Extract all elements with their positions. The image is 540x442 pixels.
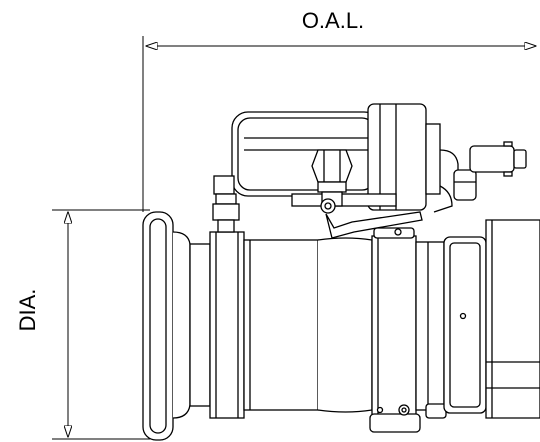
dia-label: DIA.: [15, 289, 40, 332]
camlock-flange: [142, 211, 191, 441]
oal-label: O.A.L.: [302, 8, 364, 33]
cable-connector: [433, 141, 527, 213]
overall-length-dimension: O.A.L.: [142, 8, 536, 212]
hex-fitting: [311, 149, 423, 239]
clamp-band: [369, 227, 447, 433]
rear-housing: [443, 219, 540, 419]
hose-fitting-assembly: [142, 103, 540, 441]
side-fitting: [212, 193, 240, 233]
coupling-body: [189, 231, 373, 419]
diameter-dimension: DIA.: [15, 209, 150, 440]
